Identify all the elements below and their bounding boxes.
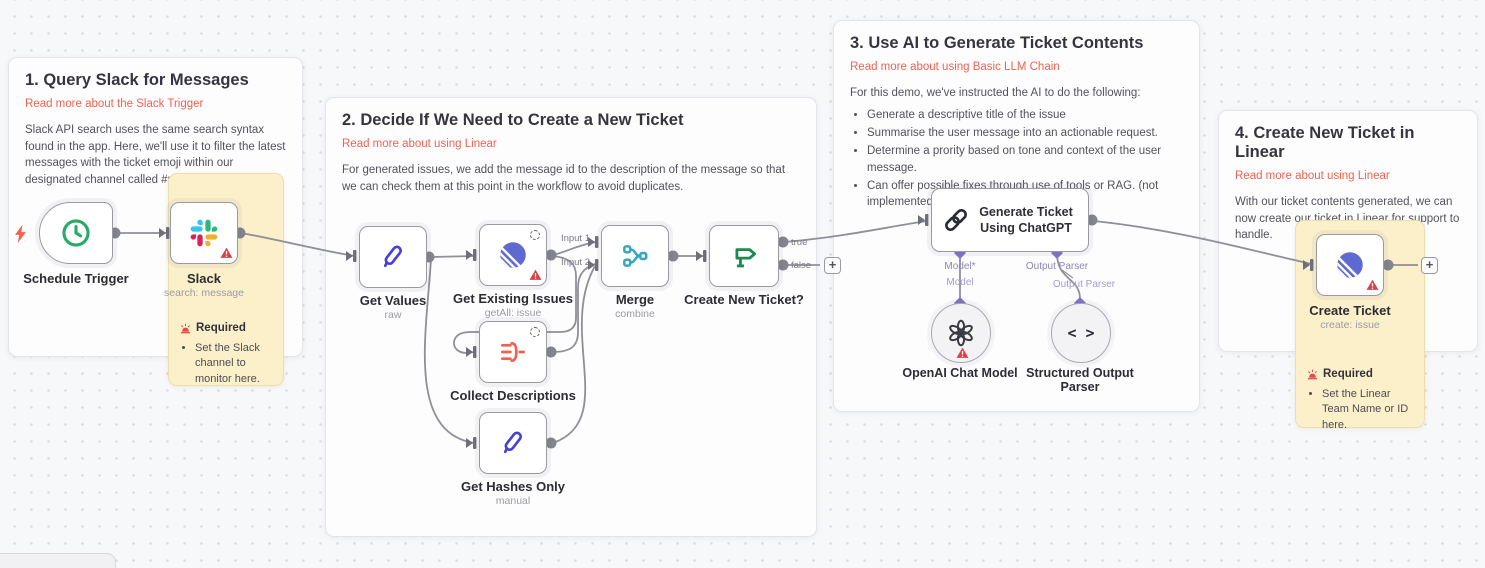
node-slack[interactable] [170, 202, 238, 264]
note-3-title: 3. Use AI to Generate Ticket Contents [850, 34, 1144, 52]
note-2-body: For generated issues, we add the message… [342, 164, 786, 193]
add-node-button[interactable]: + [1421, 257, 1438, 274]
note-1-link[interactable]: Read more about the Slack Trigger [25, 98, 204, 110]
note-3-bullets: Generate a descriptive title of the issu… [850, 107, 1183, 211]
warning-icon [956, 347, 969, 358]
node-get-hashes-only[interactable] [479, 412, 547, 474]
wire-label-true: true [791, 237, 808, 248]
pencil-icon [383, 245, 403, 268]
node-subtitle: create: issue [1320, 319, 1380, 331]
merge-icon [623, 245, 648, 267]
node-openai-chat-model[interactable] [931, 303, 991, 363]
add-node-button[interactable]: + [824, 257, 841, 274]
slack-required-block: Required Set the Slack channel to monito… [180, 322, 278, 387]
warning-icon [529, 269, 542, 280]
required-bullet: Set the Linear Team Name or ID here. [1322, 387, 1419, 433]
node-create-new-ticket[interactable] [709, 225, 779, 287]
wire-label-false: false [791, 260, 812, 271]
node-get-values[interactable] [359, 226, 427, 288]
note-3-bullet: Determine a prority based on tone and co… [867, 143, 1183, 176]
warning-icon [220, 247, 233, 258]
wire-label-input1: Input 1 [560, 233, 590, 244]
node-subtitle: getAll: issue [484, 307, 542, 319]
node-merge[interactable] [601, 225, 669, 287]
note-3-bullet: Generate a descriptive title of the issu… [867, 107, 1183, 123]
note-2-title: 2. Decide If We Need to Create a New Tic… [342, 111, 684, 129]
note-4-title: 4. Create New Ticket in Linear [1235, 124, 1415, 161]
node-collect-descriptions[interactable] [479, 321, 547, 383]
if-signpost-icon [735, 248, 757, 268]
connection-label-output-parser: Output Parser [1052, 279, 1116, 290]
wire-label-input2: Input 2 [560, 257, 590, 268]
linear-icon [1337, 252, 1363, 278]
node-label: Get Hashes Only [460, 479, 566, 494]
required-label: Required [196, 322, 246, 334]
node-structured-output-parser[interactable]: < > [1051, 303, 1111, 363]
pencil-icon [503, 431, 523, 454]
node-label: Merge [615, 292, 655, 307]
port-label-output-parser: Output Parser [1025, 261, 1089, 272]
note-2-link[interactable]: Read more about using Linear [342, 138, 497, 150]
required-label: Required [1323, 368, 1373, 380]
alert-siren-icon [180, 323, 191, 333]
node-label: Schedule Trigger [23, 271, 129, 286]
linear-icon [500, 242, 526, 268]
retry-badge-icon [530, 230, 540, 240]
node-subtitle: combine [615, 308, 655, 320]
node-schedule-trigger[interactable] [39, 202, 113, 264]
node-label: OpenAI Chat Model [902, 366, 1018, 380]
clock-icon [62, 219, 90, 247]
note-1-title: 1. Query Slack for Messages [25, 71, 249, 89]
node-get-existing-issues[interactable] [479, 224, 547, 286]
note-4-link[interactable]: Read more about using Linear [1235, 170, 1390, 182]
node-label: Structured Output Parser [1026, 366, 1134, 394]
openai-icon [949, 319, 973, 347]
alert-siren-icon [1307, 369, 1318, 379]
port-label-model: Model* [944, 261, 976, 272]
slack-icon [190, 219, 218, 247]
node-create-ticket[interactable] [1316, 234, 1384, 296]
node-subtitle: raw [384, 309, 402, 321]
connection-label-model: Model [946, 277, 974, 288]
node-inner-label: Generate Ticket Using ChatGPT [979, 204, 1073, 235]
node-subtitle: search: message [164, 287, 244, 299]
trigger-bolt-icon [15, 224, 26, 244]
code-brackets-icon: < > [1067, 324, 1095, 342]
sticky-note-partial[interactable] [0, 553, 116, 568]
node-label: Get Values [359, 293, 427, 308]
note-3-link[interactable]: Read more about using Basic LLM Chain [850, 61, 1060, 73]
node-label: Create New Ticket? [684, 292, 804, 307]
note-3-body: For this demo, we've instructed the AI t… [850, 87, 1141, 99]
node-label: Get Existing Issues [453, 291, 573, 306]
aggregate-icon [501, 342, 525, 362]
retry-badge-icon [530, 327, 540, 337]
warning-icon [1366, 279, 1379, 290]
node-label: Slack [187, 271, 221, 286]
node-label: Collect Descriptions [450, 388, 576, 403]
chain-link-icon [945, 209, 967, 231]
node-label: Create Ticket [1309, 303, 1391, 318]
node-subtitle: manual [495, 495, 531, 507]
linear-required-block: Required Set the Linear Team Name or ID … [1307, 368, 1419, 433]
required-bullet: Set the Slack channel to monitor here. [195, 341, 278, 387]
node-generate-ticket[interactable]: Generate Ticket Using ChatGPT [931, 188, 1089, 252]
note-3-bullet: Summarise the user message into an actio… [867, 125, 1183, 141]
